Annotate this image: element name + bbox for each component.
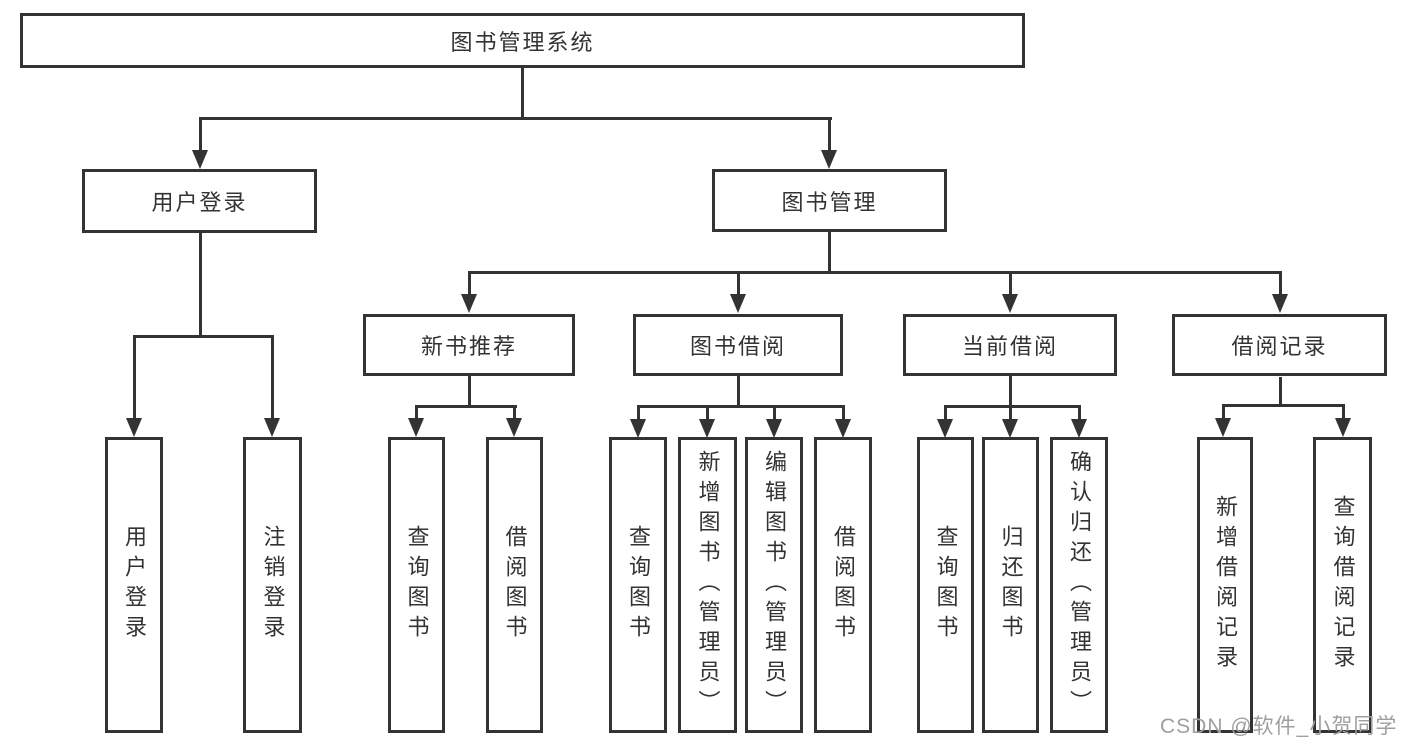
arrowhead-icon — [1335, 418, 1351, 437]
node-book-borrowing: 图书借阅 — [633, 314, 843, 376]
connector-line — [521, 68, 524, 120]
connector-line — [637, 405, 845, 408]
node-query-books: 查询图书 — [917, 437, 974, 733]
arrowhead-icon — [699, 419, 715, 438]
connector-line — [468, 271, 471, 297]
arrowhead-icon — [1002, 294, 1018, 313]
arrowhead-icon — [821, 150, 837, 169]
node-borrow-books: 借阅图书 — [486, 437, 543, 733]
node-current-borrowing: 当前借阅 — [903, 314, 1117, 376]
connector-line — [706, 405, 709, 421]
node-query-books: 查询图书 — [609, 437, 667, 733]
node-query-borrow-record: 查询借阅记录 — [1313, 437, 1372, 733]
node-add-borrow-record: 新增借阅记录 — [1197, 437, 1253, 733]
connector-line — [1342, 404, 1345, 421]
connector-line — [737, 376, 740, 408]
node-return-books: 归还图书 — [982, 437, 1039, 733]
node-new-book-recommend: 新书推荐 — [363, 314, 575, 376]
connector-line — [637, 405, 640, 421]
connector-line — [1078, 405, 1081, 421]
arrowhead-icon — [1071, 419, 1087, 438]
arrowhead-icon — [730, 294, 746, 313]
node-borrowing-records: 借阅记录 — [1172, 314, 1387, 376]
arrowhead-icon — [461, 294, 477, 313]
node-confirm-return-admin: 确认归还（管理员） — [1050, 437, 1108, 733]
csdn-watermark: CSDN @软件_小贺同学 — [1160, 715, 1398, 738]
connector-line — [737, 271, 740, 297]
node-logout: 注销登录 — [243, 437, 302, 733]
arrowhead-icon — [192, 150, 208, 169]
connector-line — [199, 117, 202, 153]
connector-line — [199, 117, 832, 120]
arrowhead-icon — [766, 419, 782, 438]
node-book-management: 图书管理 — [712, 169, 947, 232]
connector-line — [828, 232, 831, 274]
arrowhead-icon — [126, 418, 142, 437]
connector-line — [828, 117, 831, 153]
arrowhead-icon — [264, 418, 280, 437]
connector-line — [415, 405, 517, 408]
node-borrow-books: 借阅图书 — [814, 437, 872, 733]
connector-line — [1279, 377, 1282, 407]
connector-line — [1222, 404, 1225, 421]
node-library-system: 图书管理系统 — [20, 13, 1025, 68]
connector-line — [1222, 404, 1345, 407]
node-query-books: 查询图书 — [388, 437, 445, 733]
connector-line — [944, 405, 947, 421]
connector-line — [1279, 271, 1282, 297]
connector-line — [944, 405, 1081, 408]
node-edit-book-admin: 编辑图书（管理员） — [745, 437, 803, 733]
arrowhead-icon — [630, 419, 646, 438]
arrowhead-icon — [1272, 294, 1288, 313]
connector-line — [1009, 376, 1012, 408]
connector-line — [133, 335, 136, 420]
connector-line — [1009, 271, 1012, 297]
connector-line — [773, 405, 776, 421]
connector-line — [133, 335, 274, 338]
connector-line — [415, 405, 418, 421]
connector-line — [271, 335, 274, 420]
node-user-login-leaf: 用户登录 — [105, 437, 163, 733]
connector-line — [468, 271, 1282, 274]
arrowhead-icon — [408, 418, 424, 437]
connector-line — [513, 405, 516, 421]
connector-line — [199, 233, 202, 338]
arrowhead-icon — [1215, 418, 1231, 437]
arrowhead-icon — [506, 418, 522, 437]
node-user-login: 用户登录 — [82, 169, 317, 233]
connector-line — [842, 405, 845, 421]
connector-line — [468, 376, 471, 408]
arrowhead-icon — [1002, 419, 1018, 438]
arrowhead-icon — [937, 419, 953, 438]
connector-line — [1009, 405, 1012, 421]
arrowhead-icon — [835, 419, 851, 438]
node-add-book-admin: 新增图书（管理员） — [678, 437, 737, 733]
